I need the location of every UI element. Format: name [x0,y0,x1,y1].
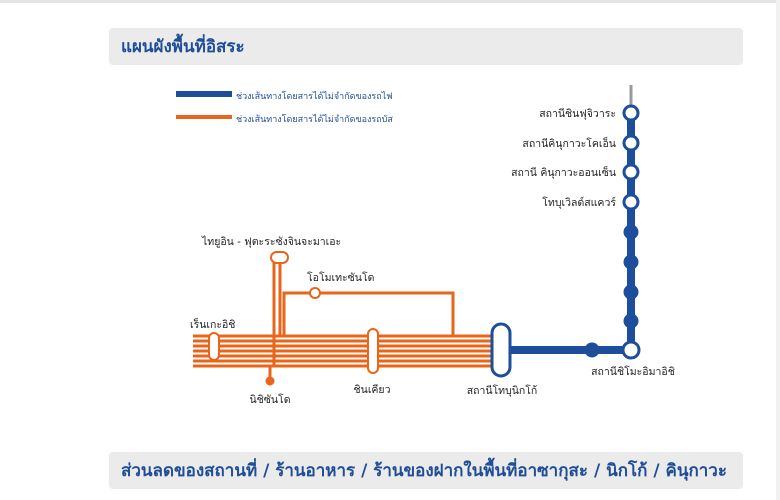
bus-stops [208,251,379,386]
label-shimo-imaichi: สถานีชิโมะอิมาอิชิ [591,365,675,378]
bus-loop-chuzenji [282,291,455,336]
label-kinugawa-onsen: สถานี คินุกาวะออนเซ็น [511,165,616,179]
stop-marker-nishisando[interactable] [265,376,275,386]
station-marker-shin-fujiwara[interactable] [622,104,640,122]
label-renge: เร็นเกะอิชิ [190,317,235,331]
station-marker-tobu-nikko[interactable] [490,322,512,378]
label-taiyuin: ไทยูอิน - ฟุตะระซังจินจะมาเอะ [201,235,341,248]
minor-stop-marker [623,254,639,270]
discounts-section-header: ส่วนลดของสถานที่ / ร้านอาหาร / ร้านของฝา… [109,452,743,489]
minor-stop-marker [623,313,639,329]
bus-lines [193,262,500,381]
station-marker-kinugawa-onsen[interactable] [622,163,640,181]
stop-marker-taiyuin[interactable] [270,251,289,264]
rail-stations [490,104,641,378]
label-tobu-nikko: สถานีโทบุนิกโก้ [467,384,538,397]
station-marker-shimo-imaichi[interactable] [621,340,641,360]
legend-rail-label: ช่วงเส้นทางโดยสารได้ไม่จำกัดของรถไฟ [236,92,393,102]
station-marker-kinugawa-koen[interactable] [622,134,640,152]
stop-marker-renge[interactable] [208,332,220,361]
minor-stop-marker [623,224,639,240]
label-nishisando: นิชิซันโด [249,393,290,406]
label-tobu-world-square: โทบุเวิลด์สแควร์ [542,196,616,209]
map-section-header: แผนผังพื้นที่อิสระ [109,28,743,65]
label-shin-fujiwara: สถานีชินฟุจิวาระ [539,107,616,120]
legend-rail-swatch [176,91,232,97]
minor-stop-marker [584,342,600,358]
label-kinugawa-koen: สถานีคินุกาวะโคเอ็น [522,136,616,150]
label-shinkyo: ชินเคียว [354,383,391,396]
label-omotesando: โอโมเทะซันโด [307,271,374,284]
legend-bus-swatch [176,115,232,119]
minor-stop-marker [623,284,639,300]
map-section-title: แผนผังพื้นที่อิสระ [121,37,245,57]
right-edge-divider [776,0,780,500]
legend-bus-label: ช่วงเส้นทางโดยสารได้ไม่จำกัดของรถบัส [236,115,393,125]
stop-marker-omotesando[interactable] [309,287,321,299]
top-divider [0,0,780,3]
station-marker-tobu-world-square[interactable] [622,193,640,211]
discounts-section-title: ส่วนลดของสถานที่ / ร้านอาหาร / ร้านของฝา… [121,461,727,481]
stop-marker-shinkyo[interactable] [367,328,379,374]
